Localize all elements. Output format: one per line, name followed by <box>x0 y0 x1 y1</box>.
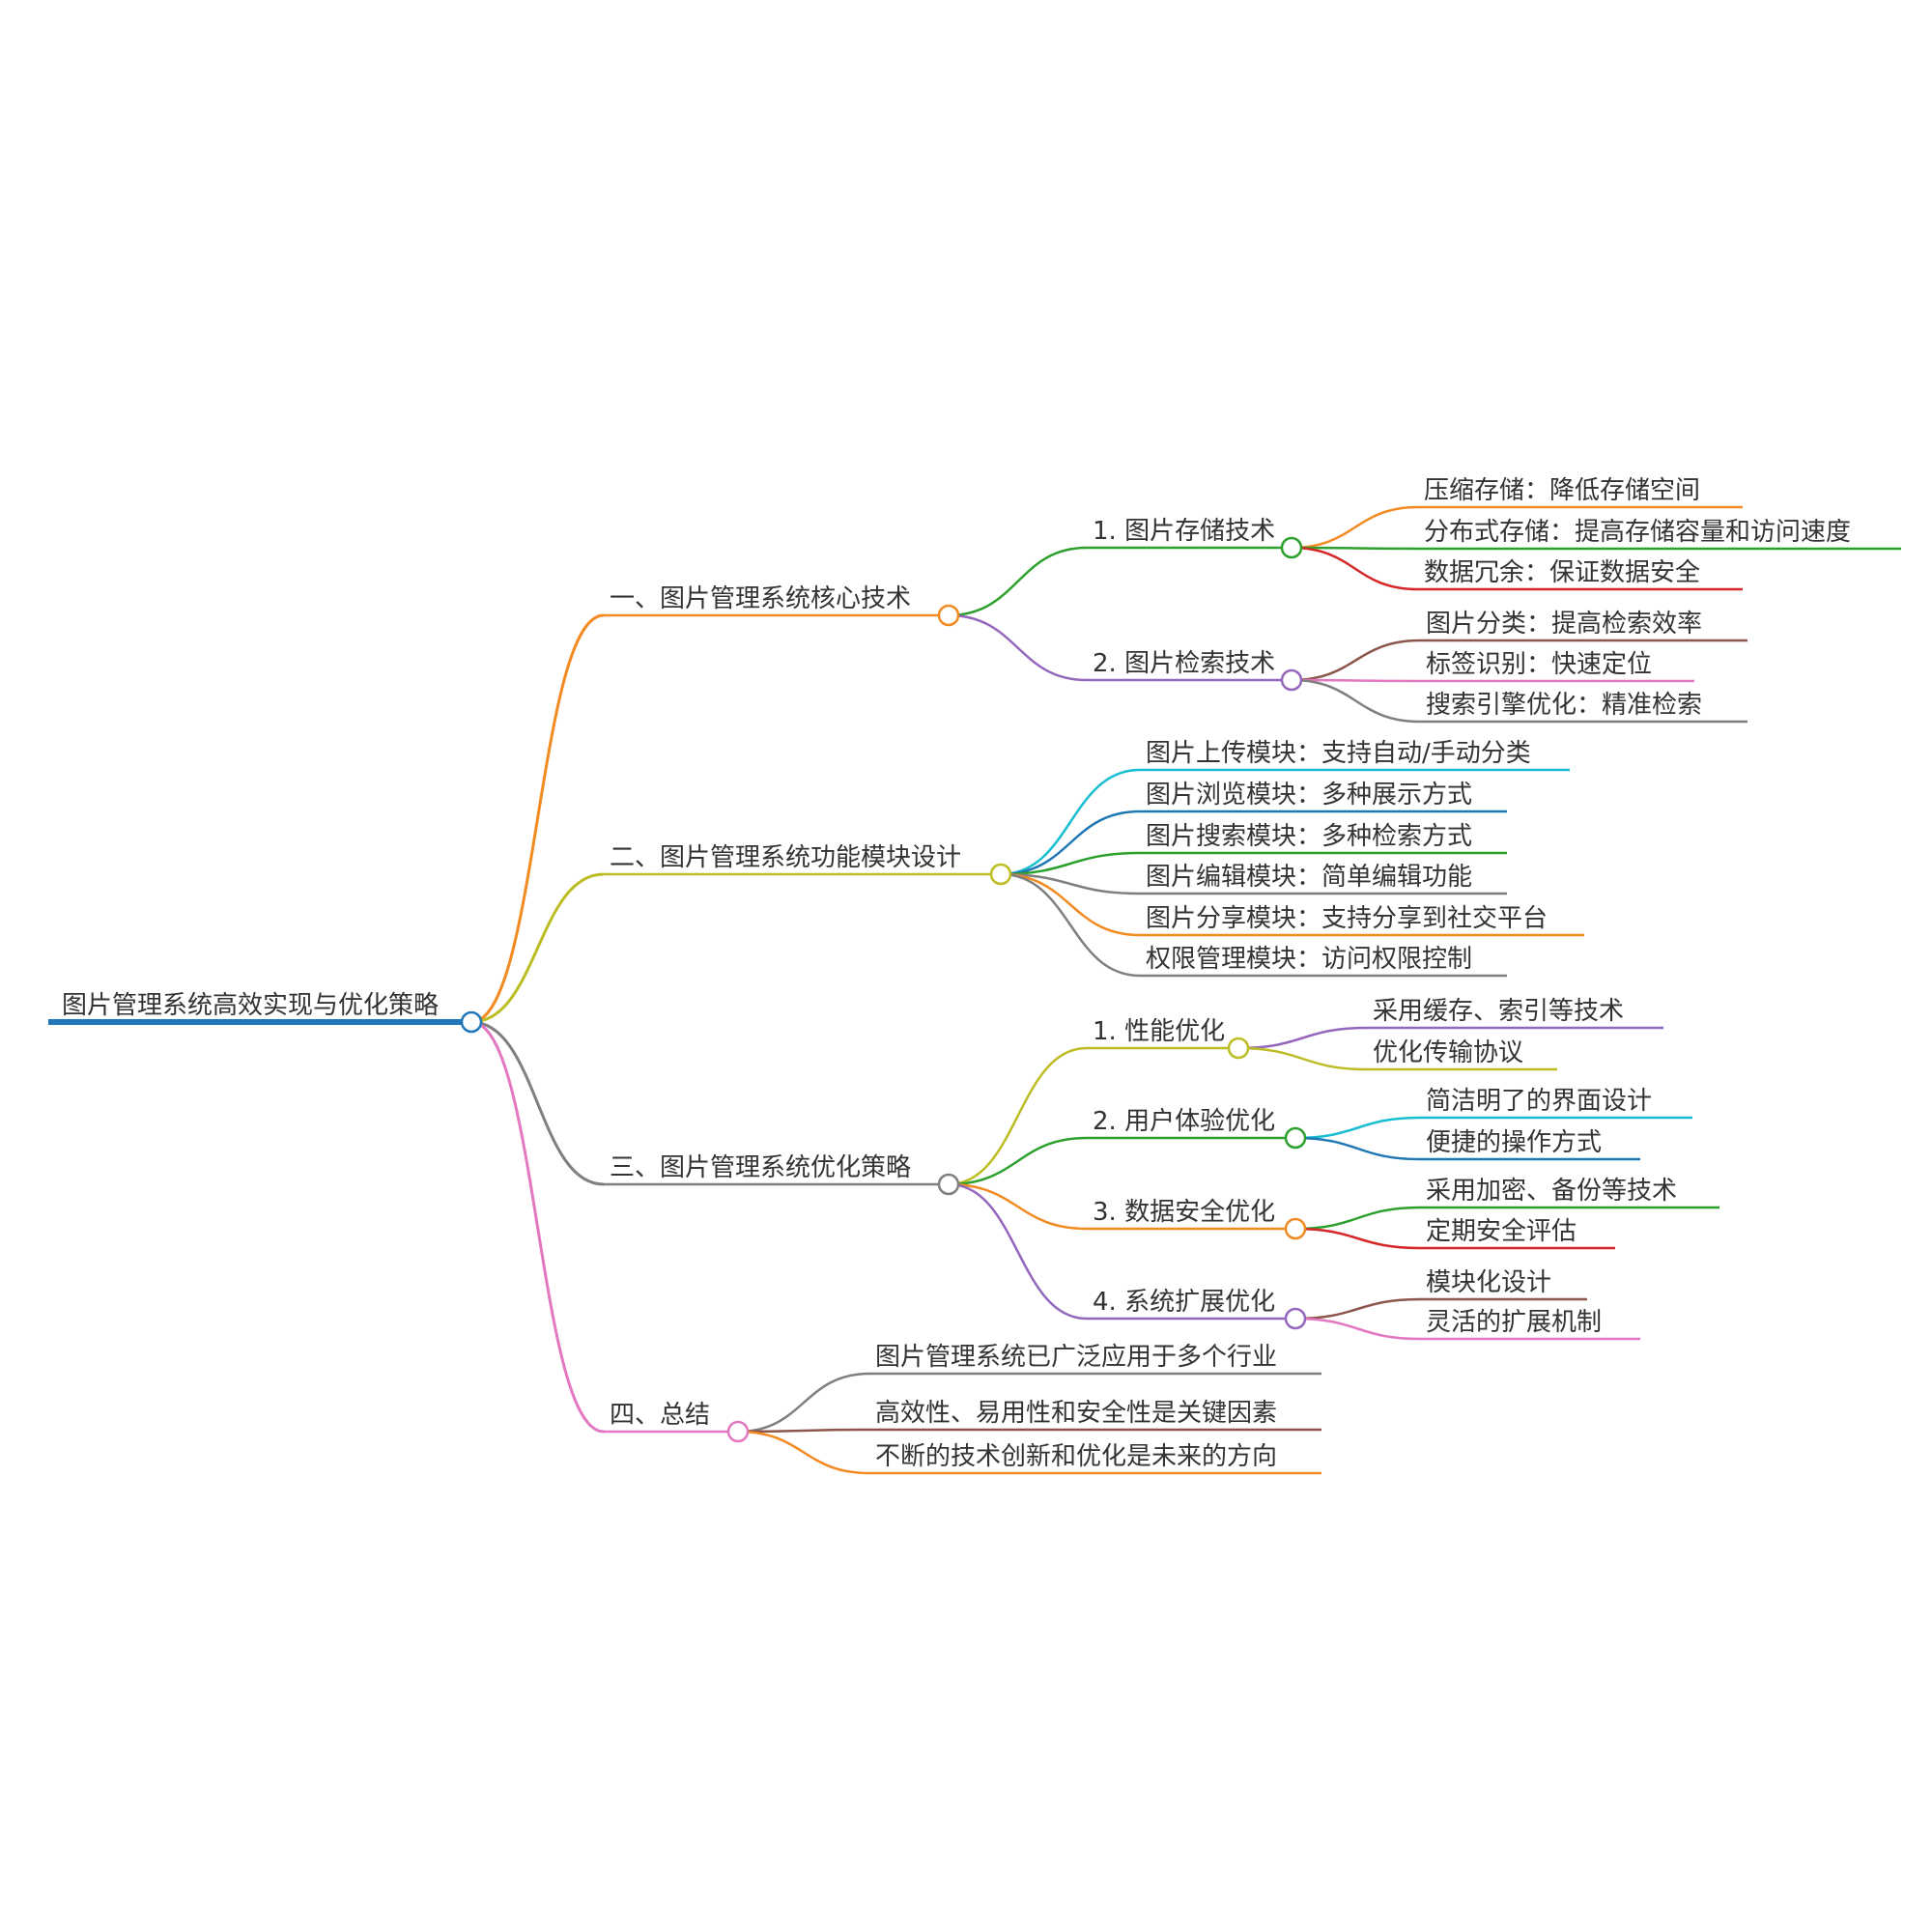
branch-1-label: 一、图片管理系统核心技术 <box>610 584 911 613</box>
branch-3-topic-1-connector <box>948 1046 1088 1186</box>
mindmap-edges <box>48 505 1901 1475</box>
branch-3-topic-1-item-1-label: 采用缓存、索引等技术 <box>1373 997 1624 1026</box>
branch-3-topic-1-item-2-connector <box>1237 1046 1368 1071</box>
branch-3-topic-4-collapse-toggle[interactable] <box>1284 1307 1307 1330</box>
branch-3-topic-3-collapse-toggle[interactable] <box>1284 1217 1307 1240</box>
branch-3-topic-2-item-1-label: 简洁明了的界面设计 <box>1426 1087 1652 1116</box>
branch-3-topic-1-label: 1. 性能优化 <box>1093 1017 1225 1046</box>
branch-1-collapse-toggle[interactable] <box>937 604 960 627</box>
branch-1-topic-2-label: 2. 图片检索技术 <box>1093 649 1275 678</box>
branch-4-label: 四、总结 <box>610 1401 710 1430</box>
branch-2-topic-6-connector <box>1000 872 1141 978</box>
branch-1-topic-1-item-2-connector <box>1291 546 1419 551</box>
branch-2-collapse-toggle[interactable] <box>989 863 1012 886</box>
branch-1-topic-1-item-1-connector <box>1291 505 1419 550</box>
branch-3-topic-4-item-2-label: 灵活的扩展机制 <box>1426 1308 1602 1337</box>
branch-3-topic-1-collapse-toggle[interactable] <box>1227 1037 1250 1060</box>
branch-1-topic-1-collapse-toggle[interactable] <box>1280 536 1303 559</box>
branch-3-topic-2-item-2-label: 便捷的操作方式 <box>1426 1128 1602 1157</box>
branch-1-topic-1-label: 1. 图片存储技术 <box>1093 517 1275 546</box>
branch-4-topic-3-connector <box>737 1430 870 1475</box>
branch-1-topic-1-item-3-connector <box>1291 546 1419 591</box>
branch-3-topic-2-item-1-connector <box>1294 1116 1421 1140</box>
branch-3-connector <box>470 1020 605 1186</box>
branch-2-topic-5-connector <box>1000 872 1141 937</box>
branch-3-topic-3-connector <box>948 1182 1088 1231</box>
branch-2-topic-3-label: 图片搜索模块：多种检索方式 <box>1146 822 1472 851</box>
branch-3-label: 三、图片管理系统优化策略 <box>610 1153 911 1182</box>
branch-1-topic-2-item-1-label: 图片分类：提高检索效率 <box>1426 610 1702 639</box>
branch-2-topic-3-connector <box>1000 851 1141 876</box>
branch-3-topic-2-collapse-toggle[interactable] <box>1284 1126 1307 1150</box>
branch-3-topic-3-item-2-connector <box>1294 1227 1421 1250</box>
branch-1-topic-1-item-1-label: 压缩存储：降低存储空间 <box>1424 476 1700 505</box>
branch-1-topic-2-item-2-label: 标签识别：快速定位 <box>1426 650 1652 679</box>
branch-2-topic-2-label: 图片浏览模块：多种展示方式 <box>1146 781 1472 810</box>
branch-3-collapse-toggle[interactable] <box>937 1173 960 1196</box>
branch-2-topic-4-connector <box>1000 872 1141 895</box>
branch-4-collapse-toggle[interactable] <box>726 1420 750 1443</box>
branch-2-connector <box>470 872 605 1024</box>
branch-2-topic-4-label: 图片编辑模块：简单编辑功能 <box>1146 863 1472 892</box>
branch-3-topic-4-item-2-connector <box>1294 1317 1421 1341</box>
branch-3-topic-4-connector <box>948 1182 1088 1321</box>
branch-1-topic-1-connector <box>948 546 1088 617</box>
branch-1-topic-2-collapse-toggle[interactable] <box>1280 668 1303 692</box>
branch-4-topic-1-connector <box>737 1372 870 1434</box>
branch-4-topic-1-label: 图片管理系统已广泛应用于多个行业 <box>875 1343 1277 1372</box>
branch-3-topic-3-item-1-connector <box>1294 1206 1421 1231</box>
branch-1-topic-2-item-1-connector <box>1291 639 1421 682</box>
branch-2-topic-1-connector <box>1000 768 1141 876</box>
branch-4-topic-2-connector <box>737 1428 870 1434</box>
branch-3-topic-4-label: 4. 系统扩展优化 <box>1093 1288 1275 1317</box>
branch-4-connector <box>470 1020 605 1434</box>
branch-3-topic-2-label: 2. 用户体验优化 <box>1093 1107 1275 1136</box>
branch-2-topic-2-connector <box>1000 810 1141 876</box>
branch-4-topic-3-label: 不断的技术创新和优化是未来的方向 <box>875 1442 1277 1471</box>
branch-2-topic-5-label: 图片分享模块：支持分享到社交平台 <box>1146 904 1548 933</box>
branch-3-topic-4-item-1-label: 模块化设计 <box>1426 1268 1551 1297</box>
branch-1-topic-1-item-2-label: 分布式存储：提高存储容量和访问速度 <box>1424 518 1851 547</box>
branch-3-topic-2-item-2-connector <box>1294 1136 1421 1161</box>
branch-3-topic-3-item-1-label: 采用加密、备份等技术 <box>1426 1177 1677 1206</box>
branch-1-topic-2-item-3-label: 搜索引擎优化：精准检索 <box>1426 691 1702 720</box>
branch-2-label: 二、图片管理系统功能模块设计 <box>610 843 961 872</box>
branch-1-connector <box>470 613 605 1024</box>
branch-3-topic-1-item-1-connector <box>1237 1026 1368 1050</box>
branch-1-topic-2-connector <box>948 613 1088 682</box>
root-collapse-toggle[interactable] <box>460 1010 483 1034</box>
branch-2-topic-6-label: 权限管理模块：访问权限控制 <box>1146 945 1472 974</box>
branch-4-topic-2-label: 高效性、易用性和安全性是关键因素 <box>875 1399 1277 1428</box>
root-node-label: 图片管理系统高效实现与优化策略 <box>62 991 439 1020</box>
branch-3-topic-3-item-2-label: 定期安全评估 <box>1426 1217 1577 1246</box>
branch-3-topic-2-connector <box>948 1136 1088 1186</box>
branch-1-topic-2-item-2-connector <box>1291 678 1421 683</box>
branch-2-topic-1-label: 图片上传模块：支持自动/手动分类 <box>1146 739 1531 768</box>
branch-1-topic-2-item-3-connector <box>1291 678 1421 724</box>
branch-1-topic-1-item-3-label: 数据冗余：保证数据安全 <box>1424 558 1700 587</box>
branch-3-topic-3-label: 3. 数据安全优化 <box>1093 1198 1275 1227</box>
branch-3-topic-1-item-2-label: 优化传输协议 <box>1373 1038 1523 1067</box>
mindmap-nodes: 图片管理系统高效实现与优化策略 一、图片管理系统核心技术 1. 图片存储技术 压缩存储… <box>62 476 1851 1471</box>
branch-3-topic-4-item-1-connector <box>1294 1297 1421 1321</box>
